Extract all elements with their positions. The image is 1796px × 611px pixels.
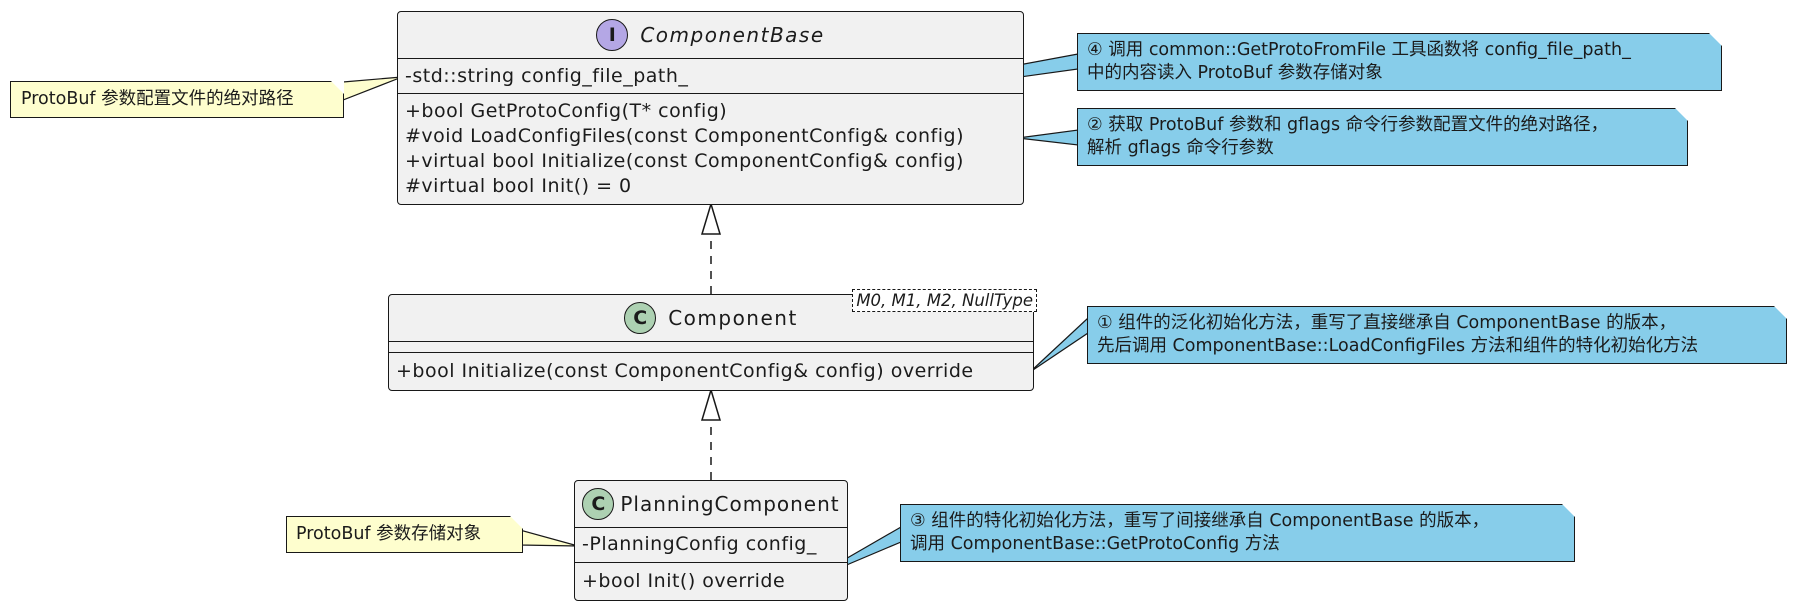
fields-section <box>389 342 1033 353</box>
note-line: ② 获取 ProtoBuf 参数和 gflags 命令行参数配置文件的绝对路径， <box>1087 115 1609 135</box>
note-link-config-path <box>342 76 403 101</box>
note-line: ③ 组件的特化初始化方法，重写了间接继承自 ComponentBase 的版本， <box>910 511 1490 531</box>
note-line: 中的内容读入 ProtoBuf 参数存储对象 <box>1087 63 1383 83</box>
note-1: ① 组件的泛化初始化方法，重写了直接继承自 ComponentBase 的版本，… <box>1087 306 1787 364</box>
class-name: ComponentBase <box>640 23 825 47</box>
class-header: I ComponentBase <box>398 12 1023 59</box>
class-name: PlanningComponent <box>620 492 840 516</box>
note-link-note1 <box>1029 316 1089 373</box>
methods-section: +bool Init() override <box>575 563 847 594</box>
method-row: +bool GetProtoConfig(T* config) <box>405 100 728 122</box>
class-badge: C <box>624 302 657 334</box>
field-row: -std::string config_file_path_ <box>405 65 689 87</box>
note-line: 先后调用 ComponentBase::LoadConfigFiles 方法和组… <box>1097 336 1699 356</box>
note-2: ② 获取 ProtoBuf 参数和 gflags 命令行参数配置文件的绝对路径，… <box>1077 108 1688 166</box>
method-row: +bool Init() override <box>582 570 786 592</box>
class-component-base[interactable]: I ComponentBase -std::string config_file… <box>397 11 1024 205</box>
note-line: ① 组件的泛化初始化方法，重写了直接继承自 ComponentBase 的版本， <box>1097 313 1677 333</box>
method-row: #virtual bool Init() = 0 <box>405 175 632 197</box>
note-4: ④ 调用 common::GetProtoFromFile 工具函数将 conf… <box>1077 33 1722 91</box>
note-proto-storage: ProtoBuf 参数存储对象 <box>286 516 523 553</box>
note-fold <box>510 516 523 529</box>
note-text: ProtoBuf 参数存储对象 <box>296 524 482 544</box>
note-3: ③ 组件的特化初始化方法，重写了间接继承自 ComponentBase 的版本，… <box>900 504 1575 562</box>
note-line: ④ 调用 common::GetProtoFromFile 工具函数将 conf… <box>1087 40 1631 60</box>
template-params: M0, M1, M2, NullType <box>852 289 1037 312</box>
class-planning-component[interactable]: C PlanningComponent -PlanningConfig conf… <box>574 480 848 601</box>
methods-section: +bool GetProtoConfig(T* config) #void Lo… <box>398 94 1023 199</box>
class-badge: C <box>582 488 615 520</box>
note-line: 调用 ComponentBase::GetProtoConfig 方法 <box>910 534 1280 554</box>
note-text: ProtoBuf 参数配置文件的绝对路径 <box>21 89 294 109</box>
methods-section: +bool Initialize(const ComponentConfig& … <box>389 353 1033 384</box>
class-header: C Component M0, M1, M2, NullType <box>389 289 1037 342</box>
method-row: #void LoadConfigFiles(const ComponentCon… <box>405 125 964 147</box>
realization-arrowhead-component <box>700 201 722 235</box>
note-link-note2 <box>1017 129 1079 146</box>
fields-section: -std::string config_file_path_ <box>398 59 1023 94</box>
note-line: 解析 gflags 命令行参数 <box>1087 138 1274 158</box>
note-fold <box>1675 108 1688 121</box>
note-fold <box>1562 504 1575 517</box>
class-header: C PlanningComponent <box>575 481 847 528</box>
field-row: -PlanningConfig config_ <box>582 533 817 555</box>
note-link-proto-storage <box>519 529 579 547</box>
note-fold <box>1709 33 1722 46</box>
note-config-path: ProtoBuf 参数配置文件的绝对路径 <box>10 81 344 118</box>
note-fold <box>1774 306 1787 319</box>
method-row: +virtual bool Initialize(const Component… <box>405 150 964 172</box>
class-component[interactable]: C Component M0, M1, M2, NullType +bool I… <box>388 289 1037 391</box>
fields-section: -PlanningConfig config_ <box>575 528 847 563</box>
note-fold <box>331 81 344 94</box>
class-name: Component <box>668 306 798 330</box>
realization-arrowhead-planning <box>700 387 722 421</box>
method-row: +bool Initialize(const ComponentConfig& … <box>396 360 974 382</box>
interface-badge: I <box>596 19 629 51</box>
